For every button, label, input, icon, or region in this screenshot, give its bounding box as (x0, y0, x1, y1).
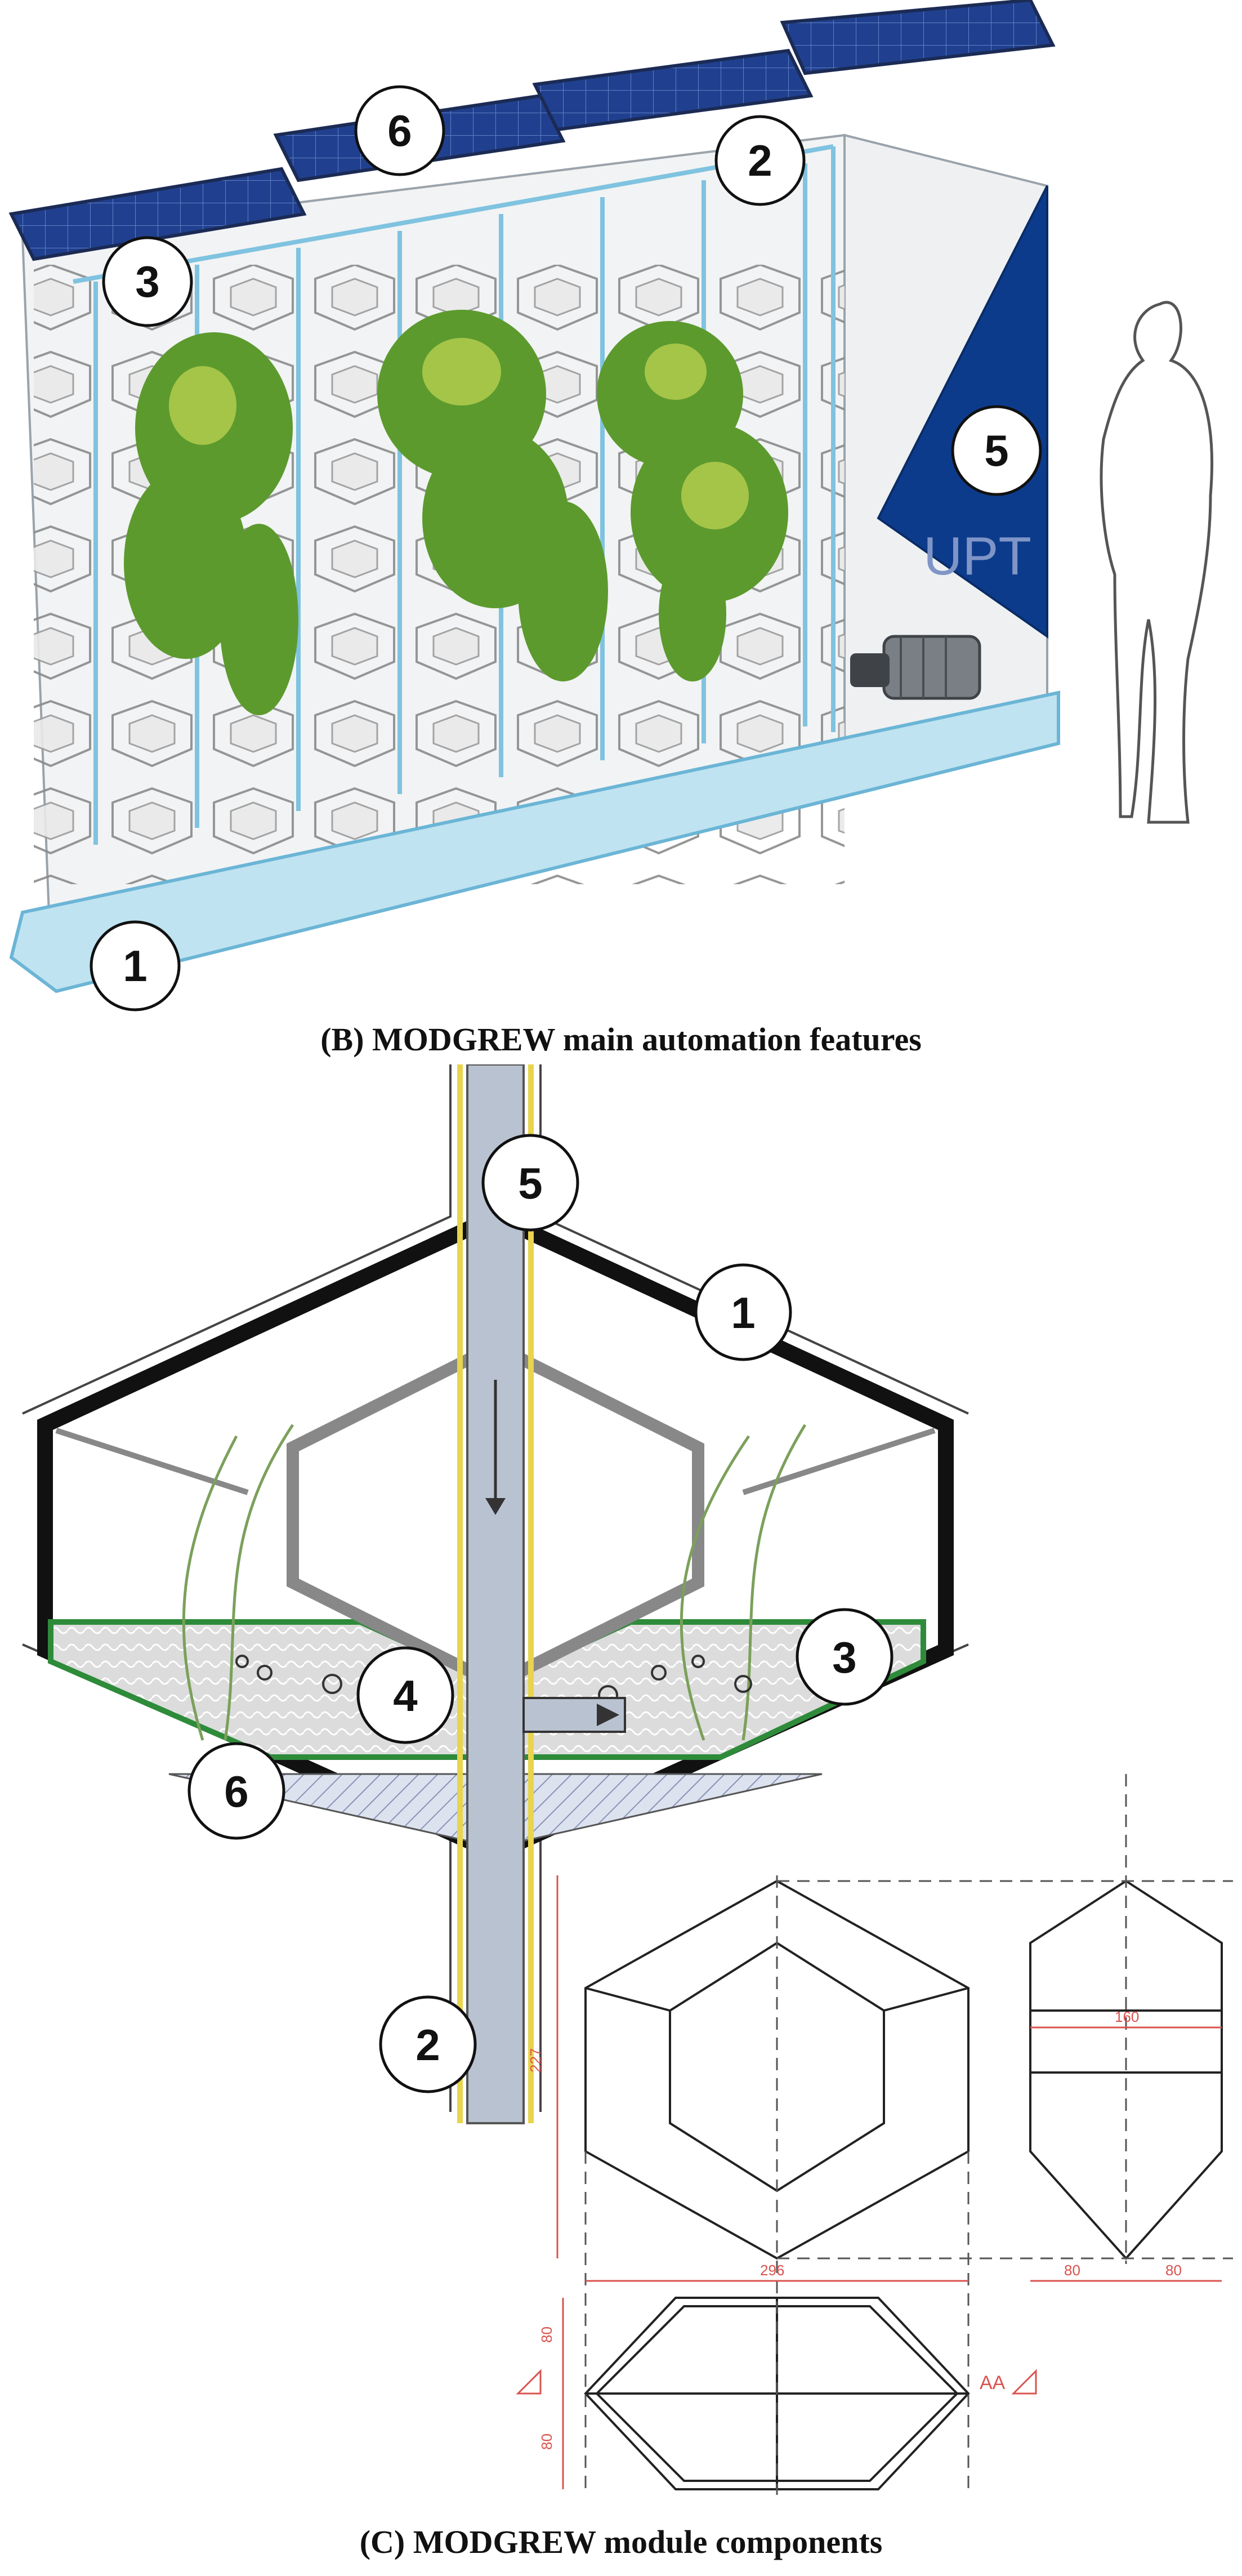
marker-1: 1 (90, 920, 181, 1011)
panel-b-svg: UPT 1 2 3 5 6 (8, 0, 1213, 1011)
svg-text:1: 1 (123, 941, 147, 991)
caption-c-letter: C (370, 2524, 394, 2560)
marker-5: 5 (951, 405, 1042, 496)
marker-3: 3 (102, 236, 193, 327)
marker-2: 2 (714, 115, 806, 206)
caption-c: (C) MODGREW module components (359, 2524, 883, 2560)
plant-roots (182, 1424, 807, 1741)
dim-side-width: 160 (1115, 2008, 1139, 2025)
solar-panel-3 (532, 48, 814, 132)
dashed-guides (584, 1774, 1233, 2495)
caption-b: (B) MODGREW main automation features (320, 1021, 922, 1058)
section-marker-right (1011, 2369, 1037, 2395)
panel-c-svg: 1 2 3 4 5 6 (22, 1064, 1233, 2495)
svg-text:1: 1 (731, 1288, 755, 1338)
marker-c-3: 3 (796, 1608, 893, 1706)
svg-text:2: 2 (416, 2020, 440, 2070)
solar-panel-4 (780, 0, 1056, 75)
pump-motor (850, 635, 981, 700)
svg-text:3: 3 (832, 1633, 856, 1682)
marker-c-4: 4 (356, 1646, 454, 1744)
svg-text:3: 3 (135, 257, 159, 306)
plant-highlights (169, 338, 749, 529)
svg-text:4: 4 (393, 1671, 417, 1721)
dim-side-half-left: 80 (1064, 2262, 1080, 2279)
caption-b-letter: B (331, 1021, 354, 1058)
marker-c-2: 2 (379, 1995, 477, 2093)
dim-plan-bottom: 80 (538, 2434, 555, 2450)
section-label: AA (980, 2372, 1006, 2394)
upt-label: UPT (923, 526, 1031, 586)
panel-b-automation-diagram: UPT 1 2 3 5 6 (0, 0, 1242, 1014)
feed-pipe (457, 1064, 626, 2124)
caption-b-text: MODGREW main automation features (372, 1021, 922, 1058)
svg-text:5: 5 (518, 1158, 542, 1208)
svg-text:6: 6 (224, 1767, 248, 1816)
svg-text:2: 2 (748, 136, 772, 185)
solar-panel-1 (8, 167, 307, 261)
marker-c-1: 1 (694, 1263, 792, 1361)
dimension-lines (556, 1875, 1222, 2489)
solar-panels (8, 0, 1056, 261)
dim-plan-top: 80 (538, 2327, 555, 2343)
marker-c-5: 5 (481, 1134, 579, 1232)
marker-6: 6 (354, 85, 445, 176)
panel-c-module-diagram: 1 2 3 4 5 6 (0, 1064, 1242, 2506)
dim-height: 227 (527, 2048, 544, 2073)
upt-tank (877, 185, 1048, 639)
svg-text:5: 5 (984, 426, 1008, 475)
hanging-plants (124, 310, 788, 715)
dim-width: 296 (760, 2262, 784, 2279)
water-trough (9, 690, 1060, 993)
svg-text:6: 6 (387, 106, 412, 155)
caption-c-text: MODGREW module components (413, 2524, 883, 2560)
dim-side-half-right: 80 (1165, 2262, 1182, 2279)
human-scale-figure (1100, 301, 1213, 824)
section-marker-left (516, 2369, 542, 2395)
marker-c-6: 6 (187, 1742, 285, 1840)
